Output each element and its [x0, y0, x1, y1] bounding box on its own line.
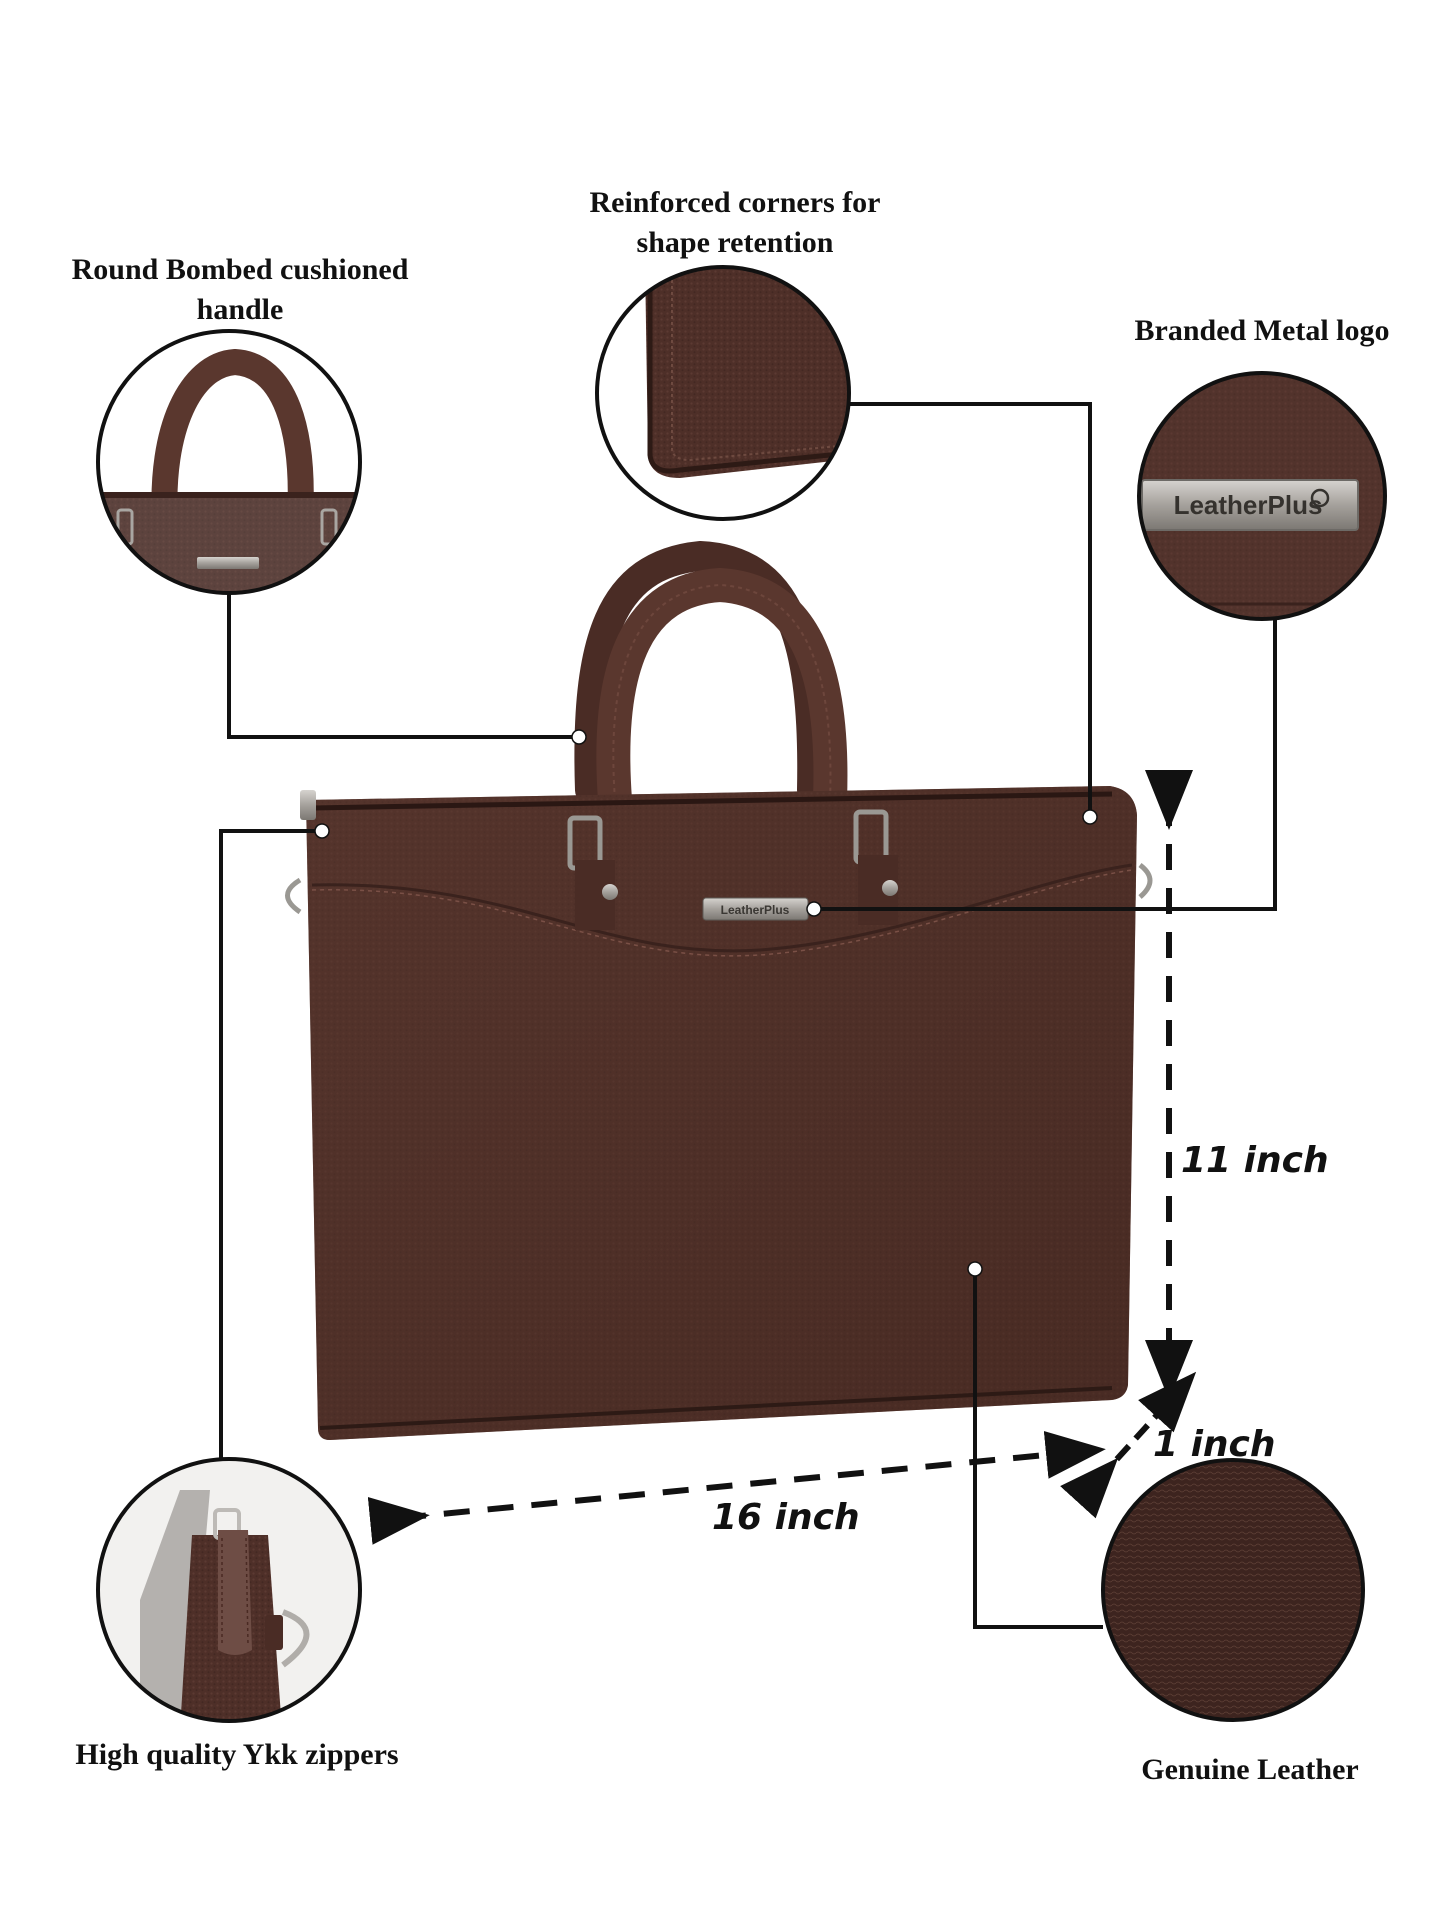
connector-dots: [314, 729, 1098, 1277]
dimension-arrows: [367, 770, 1197, 1545]
width-dimension-label: 16 inch: [712, 1497, 860, 1538]
zipper-connector: [219, 829, 322, 1459]
leather-connector: [973, 1269, 1103, 1629]
bag-brand-plate-text: LeatherPlus: [721, 903, 790, 917]
handle-closeup-circle: [96, 329, 362, 595]
corner-closeup-circle: [595, 265, 851, 521]
connector-lines: [219, 402, 1277, 1629]
leather-title-line-1: Genuine Leather: [1141, 1753, 1359, 1786]
handle-callout-title: Round Bombed cushioned handle: [72, 250, 409, 330]
corners-title-line-2: shape retention: [636, 226, 834, 259]
depth-dimension-label: 1 inch: [1153, 1424, 1276, 1465]
corners-callout-title: Reinforced corners for shape retention: [589, 183, 880, 263]
leather-texture-closeup-circle: [1101, 1458, 1365, 1722]
logo-connector: [814, 619, 1277, 911]
logo-title-line-1: Branded Metal logo: [1134, 314, 1390, 347]
depth-arrow: [1060, 1371, 1197, 1519]
zipper-closeup-circle: [96, 1457, 362, 1723]
handle-title-line-2: handle: [196, 293, 284, 326]
leather-callout-title: Genuine Leather: [1141, 1750, 1359, 1790]
height-dimension-label: 11 inch: [1181, 1140, 1329, 1181]
handle-title-line-1: Round Bombed cushioned: [71, 253, 409, 286]
width-arrow: [367, 1431, 1106, 1545]
zippers-title-line-1: High quality Ykk zippers: [75, 1738, 399, 1771]
metal-logo-closeup-circle: LeatherPlus: [1137, 371, 1387, 621]
briefcase-illustration: LeatherPlus: [285, 540, 1153, 1440]
corner-connector: [849, 402, 1092, 817]
closeup-brand-plate-text: LeatherPlus: [1174, 490, 1323, 520]
zippers-callout-title: High quality Ykk zippers: [75, 1735, 398, 1775]
handle-connector: [227, 593, 579, 739]
corners-title-line-1: Reinforced corners for: [589, 186, 881, 219]
logo-callout-title: Branded Metal logo: [1135, 311, 1390, 351]
